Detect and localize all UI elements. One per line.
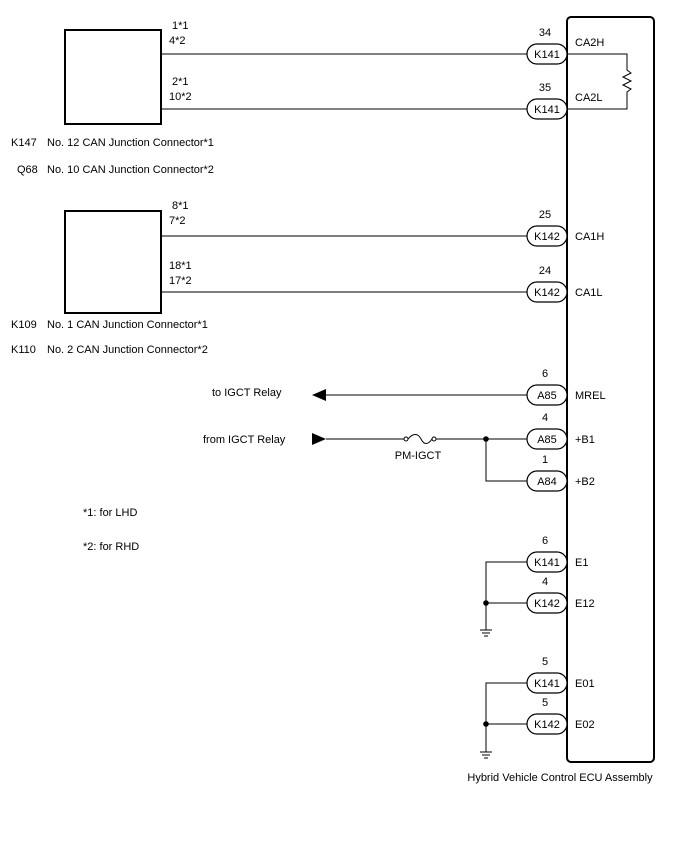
pin-label-k109-bot-a: 18*1 bbox=[169, 260, 192, 272]
terminal-ca2h-pill bbox=[526, 43, 568, 65]
terminal-ca2l-signal: CA2L bbox=[575, 92, 603, 104]
terminal-ca1l-connector: K142 bbox=[534, 287, 560, 299]
terminal-e1-pin: 6 bbox=[542, 535, 548, 547]
terminal-ca2l-pin: 35 bbox=[539, 82, 551, 94]
terminal-e1-connector: K141 bbox=[534, 557, 560, 569]
fuse-terminal-right bbox=[431, 436, 437, 442]
connector-name-k147: No. 12 CAN Junction Connector*1 bbox=[47, 137, 214, 149]
connector-code-k110: K110 bbox=[11, 344, 36, 356]
terminal-e02-pin: 5 bbox=[542, 697, 548, 709]
terminal-ca1l-signal: CA1L bbox=[575, 287, 603, 299]
terminal-plus-b2-pin: 1 bbox=[542, 454, 548, 466]
terminal-e12-signal: E12 bbox=[575, 598, 595, 610]
fuse-icon bbox=[407, 434, 433, 444]
pin-label-k147-bot-b: 10*2 bbox=[169, 91, 192, 103]
terminal-mrel-connector: A85 bbox=[537, 390, 557, 402]
upper-junction-connector-box bbox=[64, 29, 162, 125]
terminal-mrel-pin: 6 bbox=[542, 368, 548, 380]
terminal-e01-pin: 5 bbox=[542, 656, 548, 668]
pin-label-k147-top-b: 4*2 bbox=[169, 35, 186, 47]
terminal-plus-b2-pill bbox=[526, 470, 568, 492]
ground-icon bbox=[480, 629, 492, 637]
junction-dot-e12 bbox=[483, 600, 489, 606]
termination-resistor bbox=[567, 53, 633, 110]
note-rhd: *2: for RHD bbox=[83, 541, 139, 553]
lower-junction-connector-box bbox=[64, 210, 162, 314]
terminal-ca2h-pin: 34 bbox=[539, 27, 551, 39]
terminal-plus-b2-signal: +B2 bbox=[575, 476, 595, 488]
fuse-terminal-left bbox=[403, 436, 409, 442]
fuse-label: PM-IGCT bbox=[395, 450, 442, 462]
pin-label-k109-top-b: 7*2 bbox=[169, 215, 186, 227]
terminal-e1-pill bbox=[526, 551, 568, 573]
pin-label-k147-bot-a: 2*1 bbox=[172, 76, 189, 88]
wire-b2 bbox=[485, 439, 527, 482]
junction-dot-e02 bbox=[483, 721, 489, 727]
terminal-ca2h-signal: CA2H bbox=[575, 37, 604, 49]
terminal-e02-connector: K142 bbox=[534, 719, 560, 731]
pin-label-k109-bot-b: 17*2 bbox=[169, 275, 192, 287]
from-igct-relay-label: from IGCT Relay bbox=[203, 434, 286, 446]
terminal-plus-b1-connector: A85 bbox=[537, 434, 557, 446]
terminal-e12-pin: 4 bbox=[542, 576, 548, 588]
terminal-e12-pill bbox=[526, 592, 568, 614]
connector-name-k110: No. 2 CAN Junction Connector*2 bbox=[47, 344, 208, 356]
terminal-e12-connector: K142 bbox=[534, 598, 560, 610]
terminal-mrel-signal: MREL bbox=[575, 390, 606, 402]
terminal-ca1l-pill bbox=[526, 281, 568, 303]
terminal-e1-signal: E1 bbox=[575, 557, 588, 569]
terminal-e02-signal: E02 bbox=[575, 719, 595, 731]
terminal-e01-pill bbox=[526, 672, 568, 694]
terminal-ca2l-pill bbox=[526, 98, 568, 120]
terminal-ca1h-pin: 25 bbox=[539, 209, 551, 221]
terminal-plus-b1-pill bbox=[526, 428, 568, 450]
terminal-plus-b2-connector: A84 bbox=[537, 476, 557, 488]
terminal-ca1l-pin: 24 bbox=[539, 265, 551, 277]
connector-name-k109: No. 1 CAN Junction Connector*1 bbox=[47, 319, 208, 331]
terminal-mrel-pill bbox=[526, 384, 568, 406]
terminal-e01-signal: E01 bbox=[575, 678, 595, 690]
wire-e1 bbox=[485, 561, 527, 630]
terminal-ca1h-signal: CA1H bbox=[575, 231, 604, 243]
terminal-plus-b1-signal: +B1 bbox=[575, 434, 595, 446]
terminal-plus-b1-pin: 4 bbox=[542, 412, 548, 424]
terminal-ca2h-connector: K141 bbox=[534, 49, 560, 61]
connector-code-k109: K109 bbox=[11, 319, 37, 331]
terminal-ca1h-connector: K142 bbox=[534, 231, 560, 243]
ground-icon bbox=[480, 751, 492, 759]
ecu-assembly-box bbox=[566, 16, 655, 763]
terminal-e02-pill bbox=[526, 713, 568, 735]
connector-code-k147: K147 bbox=[11, 137, 37, 149]
note-lhd: *1: for LHD bbox=[83, 507, 137, 519]
terminal-e01-connector: K141 bbox=[534, 678, 560, 690]
wire-e01 bbox=[485, 682, 527, 752]
arrow-left-icon bbox=[312, 389, 326, 401]
connector-code-q68: Q68 bbox=[17, 164, 38, 176]
arrow-right-icon bbox=[312, 433, 326, 445]
terminal-ca2l-connector: K141 bbox=[534, 104, 560, 116]
connector-name-q68: No. 10 CAN Junction Connector*2 bbox=[47, 164, 214, 176]
terminal-ca1h-pill bbox=[526, 225, 568, 247]
to-igct-relay-label: to IGCT Relay bbox=[212, 387, 282, 399]
pin-label-k109-top-a: 8*1 bbox=[172, 200, 189, 212]
pin-label-k147-top-a: 1*1 bbox=[172, 20, 189, 32]
ecu-assembly-label: Hybrid Vehicle Control ECU Assembly bbox=[467, 772, 653, 784]
